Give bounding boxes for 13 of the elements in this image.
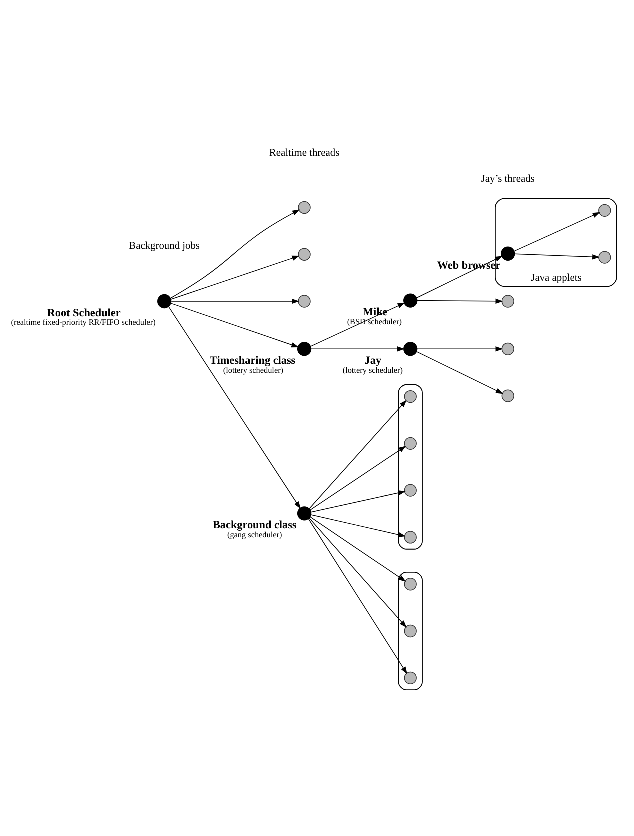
label: Realtime threads (269, 148, 340, 160)
node-label: Root Scheduler (47, 307, 121, 320)
node-label: (realtime fixed-priority RR/FIFO scheduler) (11, 318, 156, 328)
node-label: (lottery scheduler) (223, 366, 284, 375)
node-label: Mike (362, 306, 388, 319)
node-label: (lottery scheduler) (342, 366, 404, 375)
node-label: Timesharing class (210, 355, 296, 368)
node-label: (BSD scheduler) (347, 317, 402, 326)
node-label: Jay (364, 355, 382, 368)
label: Jay’s threads (481, 174, 535, 186)
node-label: (gang scheduler) (227, 530, 282, 540)
node-label: Background class (212, 520, 297, 532)
label: Background jobs (129, 241, 200, 252)
